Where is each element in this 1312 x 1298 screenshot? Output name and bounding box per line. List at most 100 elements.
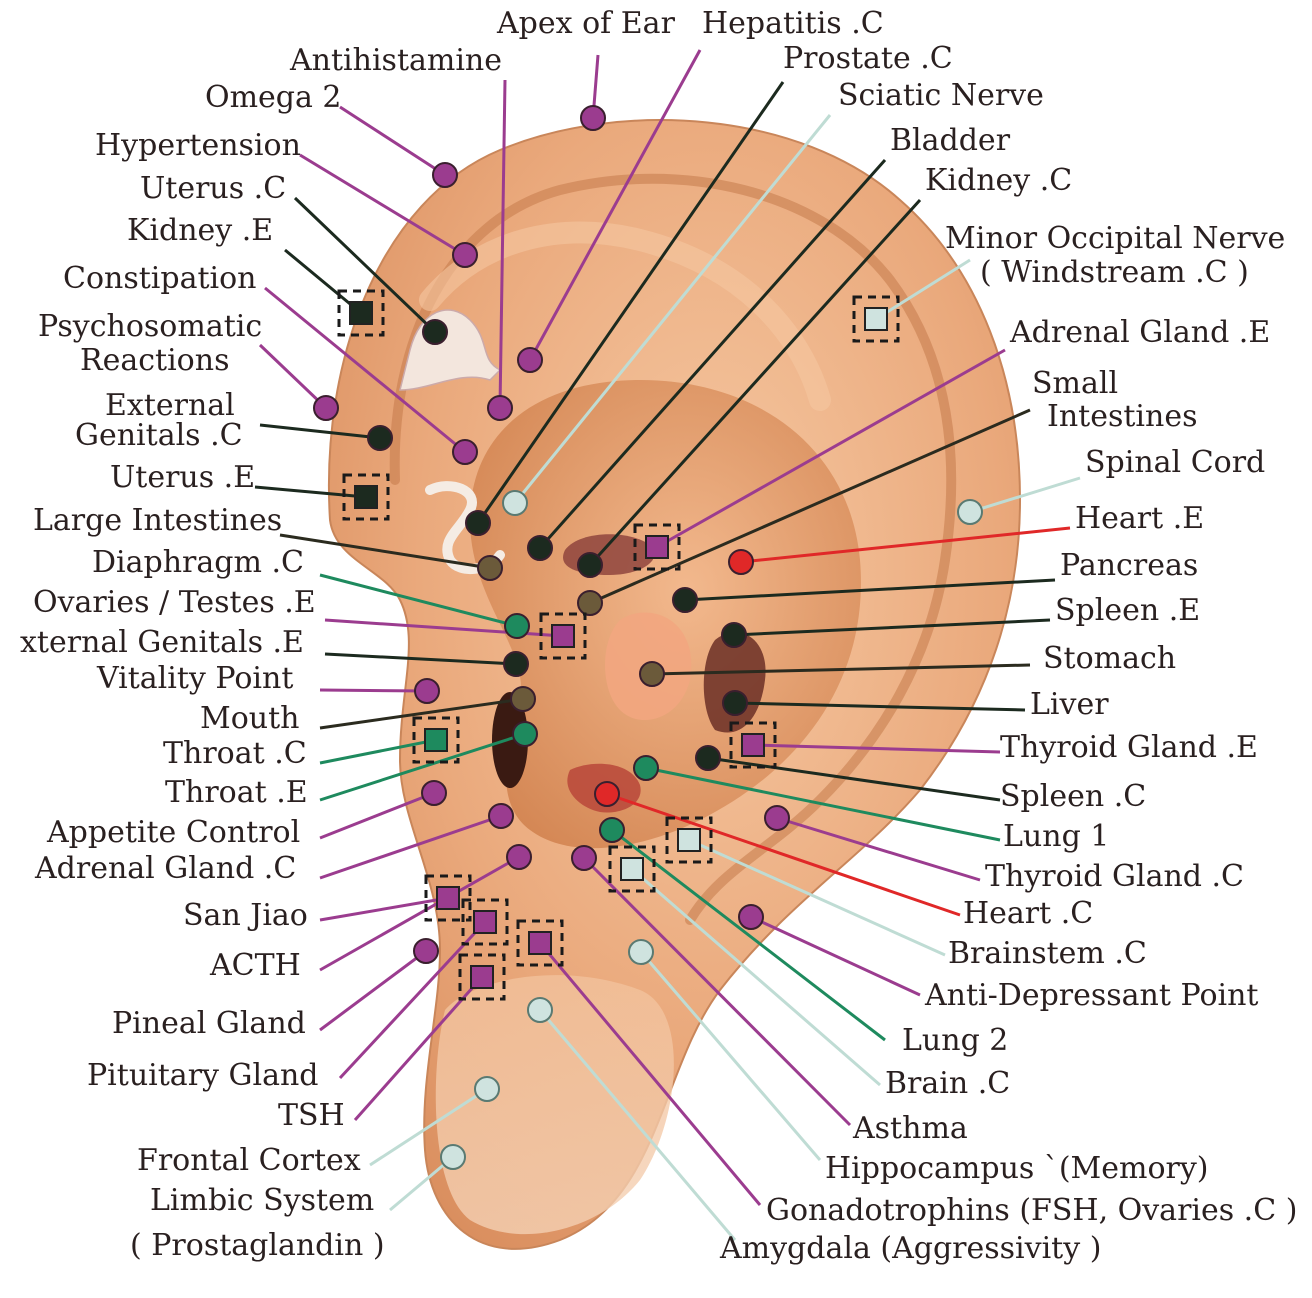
throat-c-marker	[424, 728, 448, 752]
constipation-marker	[452, 439, 478, 465]
psychosomatic-reactions-label: Psychosomatic	[38, 309, 262, 344]
frontal-cortex-leader-line	[369, 1087, 488, 1167]
sciatic-nerve-leader-line	[513, 114, 832, 504]
amygdala-marker	[527, 997, 553, 1023]
small-intestines-label: Small	[1032, 366, 1118, 401]
vitality-point-marker	[414, 678, 440, 704]
adrenal-gland-e-label: Adrenal Gland .E	[1009, 315, 1270, 350]
acth-marker	[506, 844, 532, 870]
hippocampus-leader-line	[639, 951, 822, 1161]
pituitary-gland-label: Pituitary Gland	[87, 1058, 319, 1093]
anti-depressant-point-label: Anti-Depressant Point	[924, 978, 1258, 1013]
brain-c-marker	[620, 857, 644, 881]
liver-leader-line	[734, 701, 1026, 712]
adrenal-gland-e-marker-frame	[633, 523, 681, 571]
prostate-c-label: Prostate .C	[783, 41, 953, 76]
spinal-cord-marker	[957, 499, 983, 525]
stomach-label: Stomach	[1043, 641, 1176, 676]
constipation-label: Constipation	[63, 261, 257, 296]
ear-lobe	[435, 975, 674, 1235]
brain-c-marker-frame	[608, 845, 656, 893]
heart-c-label: Heart .C	[963, 896, 1093, 931]
spleen-c-leader-line	[707, 756, 1001, 802]
gonadotrophins-marker	[528, 931, 552, 955]
apex-of-ear-marker	[580, 105, 606, 131]
antihistamine-marker	[487, 395, 513, 421]
heart-e-leader-line	[740, 526, 1071, 564]
kidney-c-leader-line	[588, 198, 922, 567]
liver-label: Liver	[1030, 687, 1109, 722]
mouth-marker	[510, 686, 536, 712]
amygdala-label: Amygdala (Aggressivity )	[719, 1231, 1101, 1266]
limbic-system-label: Limbic System	[150, 1183, 374, 1218]
frontal-cortex-marker	[474, 1076, 500, 1102]
ear-concha	[470, 380, 861, 849]
vitality-point-leader-line	[319, 688, 428, 693]
bladder-marker	[527, 535, 553, 561]
hippocampus-marker	[628, 939, 654, 965]
psychosomatic-reactions-marker	[313, 395, 339, 421]
amygdala-leader-line	[538, 1009, 737, 1241]
omega-2-marker	[432, 162, 458, 188]
adrenal-gland-e-marker	[645, 535, 669, 559]
mouth-leader-line	[319, 697, 524, 730]
external-genitals-c-label-line2: Genitals .C	[75, 418, 243, 453]
brainstem-c-label: Brainstem .C	[948, 936, 1147, 971]
thyroid-gland-c-leader-line	[776, 816, 981, 882]
hypertension-marker	[452, 242, 478, 268]
kidney-e-label: Kidney .E	[127, 213, 273, 248]
thyroid-gland-e-leader-line	[752, 743, 1001, 754]
uterus-e-marker	[354, 485, 378, 509]
heart-e-marker	[728, 549, 754, 575]
brainstem-c-marker	[677, 828, 701, 852]
lung-1-marker	[633, 755, 659, 781]
spleen-e-label: Spleen .E	[1055, 593, 1200, 628]
vitality-point-label: Vitality Point	[96, 661, 293, 696]
lung-1-label: Lung 1	[1003, 819, 1109, 854]
asthma-label: Asthma	[852, 1111, 968, 1146]
apex-of-ear-label: Apex of Ear	[496, 6, 676, 41]
limbic-system-marker	[440, 1144, 466, 1170]
throat-c-leader-line	[319, 738, 437, 765]
spleen-c-marker	[695, 745, 721, 771]
external-genitals-e-leader-line	[324, 652, 517, 666]
large-intestine-illustration	[425, 481, 505, 575]
external-genitals-c-leader-line	[259, 423, 381, 440]
kidney-c-marker	[577, 552, 603, 578]
san-jiao-leader-line	[319, 896, 449, 922]
uterus-e-leader-line	[254, 485, 367, 499]
adrenal-gland-e-leader-line	[656, 348, 1006, 549]
hepatitis-c-marker	[517, 347, 543, 373]
lung-2-label: Lung 2	[902, 1023, 1008, 1058]
spinal-cord-leader-line	[969, 476, 1081, 514]
stomach-leader-line	[651, 663, 1031, 676]
pituitary-gland-leader-line	[338, 920, 487, 1080]
large-intestines-leader-line	[279, 533, 491, 570]
brainstem-c-leader-line	[688, 838, 946, 957]
throat-e-label: Throat .E	[165, 775, 308, 810]
sciatic-nerve-marker	[502, 490, 528, 516]
hippocampus-label: Hippocampus `(Memory)	[825, 1151, 1209, 1186]
san-jiao-marker	[436, 886, 460, 910]
heart-e-label: Heart .E	[1075, 501, 1204, 536]
anti-depressant-point-marker	[738, 904, 764, 930]
asthma-marker	[571, 845, 597, 871]
uterus-c-leader-line	[293, 196, 437, 334]
pituitary-gland-marker-frame	[461, 898, 509, 946]
external-genitals-e-label: xternal Genitals .E	[20, 625, 304, 660]
minor-occipital-nerve-label: Minor Occipital Nerve	[945, 221, 1285, 256]
hepatitis-c-leader-line	[528, 49, 702, 361]
throat-c-label: Throat .C	[163, 736, 307, 771]
gonadotrophins-label: Gonadotrophins (FSH, Ovaries .C )	[766, 1193, 1297, 1228]
throat-c-marker-frame	[412, 716, 460, 764]
hypertension-leader-line	[299, 153, 466, 257]
pancreas-leader-line	[684, 578, 1056, 602]
pineal-gland-label: Pineal Gland	[112, 1006, 306, 1041]
hepatitis-c-label: Hepatitis .C	[702, 6, 884, 41]
ovaries-testes-e-marker-frame	[539, 612, 587, 660]
bladder-leader-line	[538, 159, 887, 549]
spinal-cord-label: Spinal Cord	[1085, 445, 1265, 480]
acth-label: ACTH	[209, 948, 301, 983]
gonadotrophins-leader-line	[538, 942, 762, 1206]
